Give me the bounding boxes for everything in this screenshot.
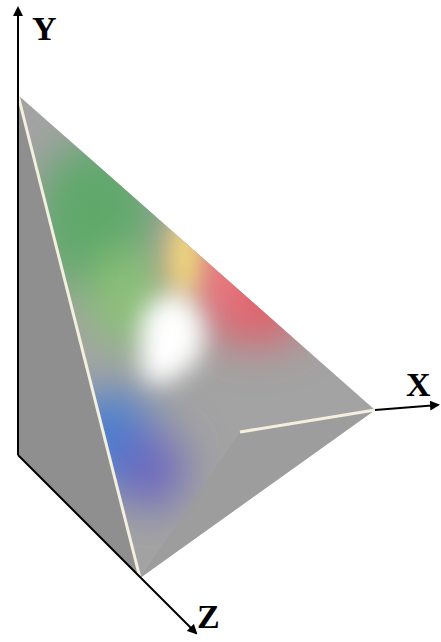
triangle-edge xyxy=(18,95,140,578)
back-face xyxy=(140,410,375,578)
z-axis xyxy=(18,455,196,633)
chromaticity-face xyxy=(18,95,375,578)
x-axis xyxy=(375,405,438,410)
y-axis xyxy=(17,8,19,455)
triangle-edge xyxy=(240,410,375,432)
axis-label: Z xyxy=(197,600,220,634)
axis-label: Y xyxy=(32,12,57,46)
axis-label: X xyxy=(406,368,431,402)
